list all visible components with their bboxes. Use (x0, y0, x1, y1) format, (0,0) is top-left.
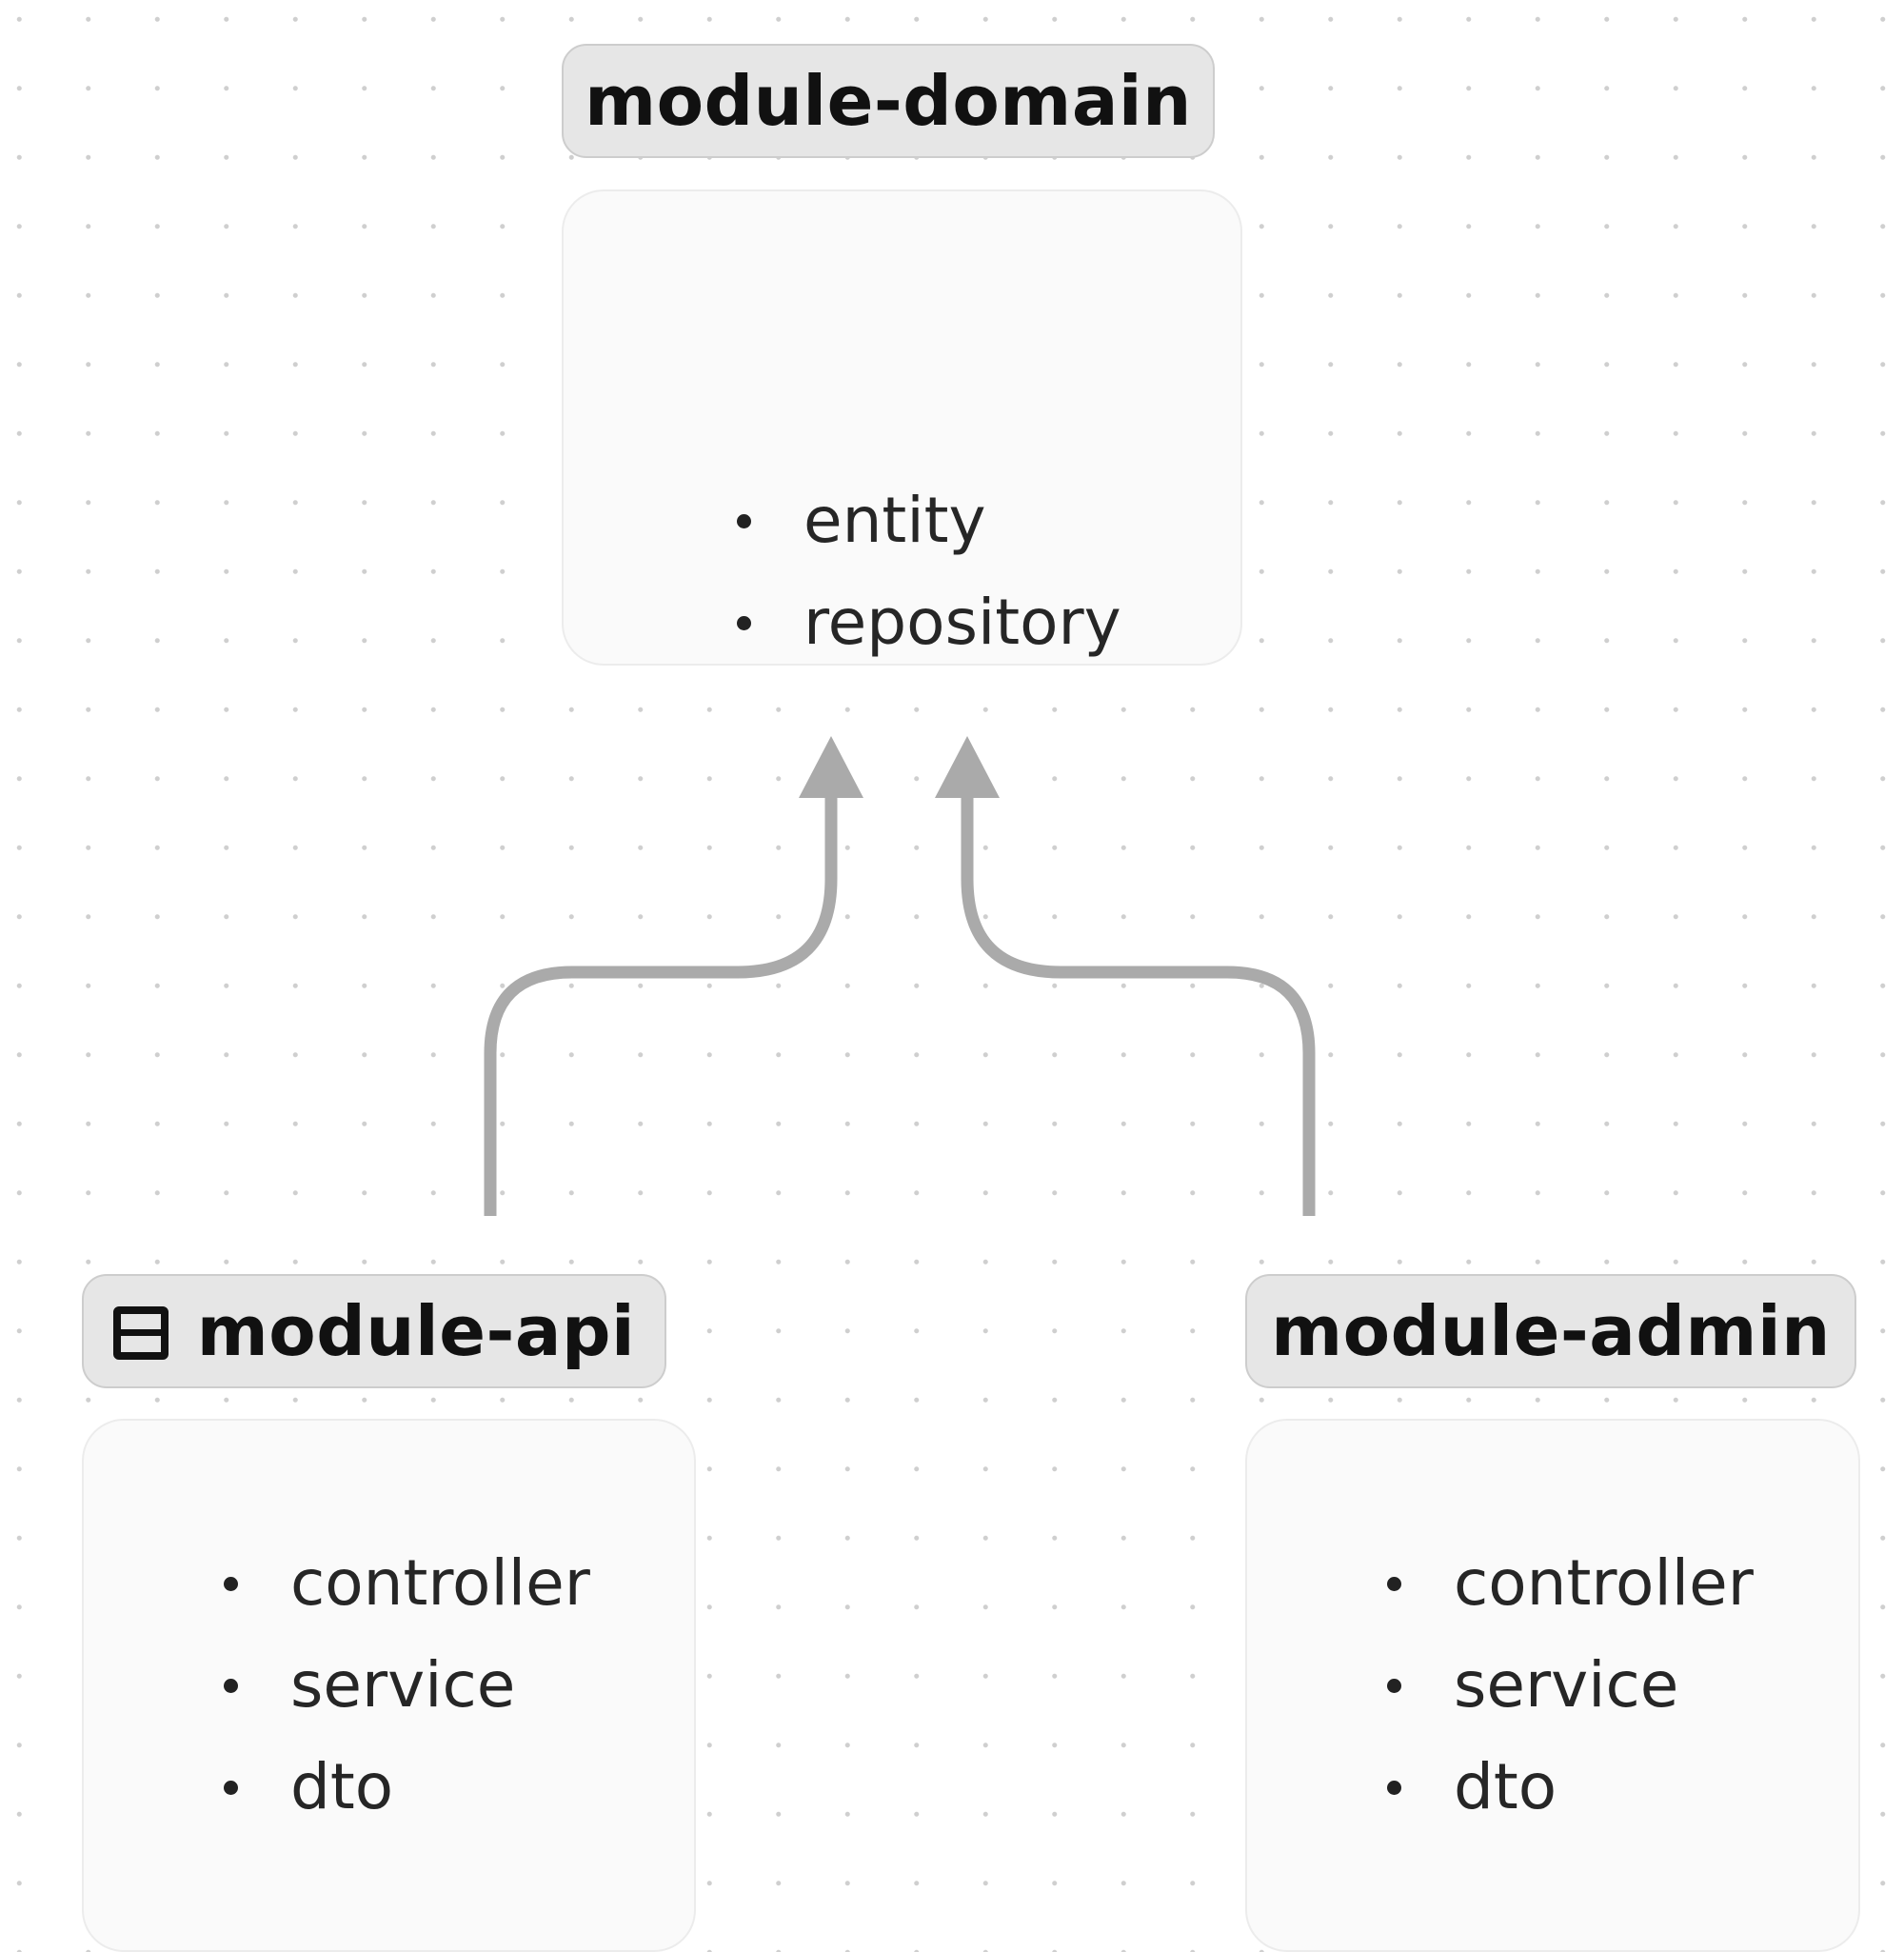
package-item: dto (224, 1736, 590, 1838)
package-item: dto (1387, 1736, 1754, 1838)
package-item: service (1387, 1634, 1754, 1736)
package-item: controller (224, 1532, 590, 1634)
package-item: controller (1387, 1532, 1754, 1634)
package-item: service (224, 1634, 590, 1736)
module-admin-name: module-admin (1271, 1291, 1831, 1371)
module-api-name: module-api (196, 1291, 636, 1371)
module-admin-label[interactable]: module-admin (1245, 1274, 1856, 1388)
arrowhead-api-to-domain (799, 736, 863, 798)
package-item: repository (737, 571, 1121, 673)
arrowhead-admin-to-domain (935, 736, 1000, 798)
edge-api-to-domain (484, 788, 838, 1216)
package-item: entity (737, 469, 1121, 571)
module-icon (112, 1306, 169, 1360)
module-domain-name: module-domain (585, 61, 1192, 141)
edge-admin-to-domain (961, 788, 1316, 1216)
module-domain-label[interactable]: module-domain (562, 44, 1215, 158)
module-api-label[interactable]: module-api (82, 1274, 666, 1388)
